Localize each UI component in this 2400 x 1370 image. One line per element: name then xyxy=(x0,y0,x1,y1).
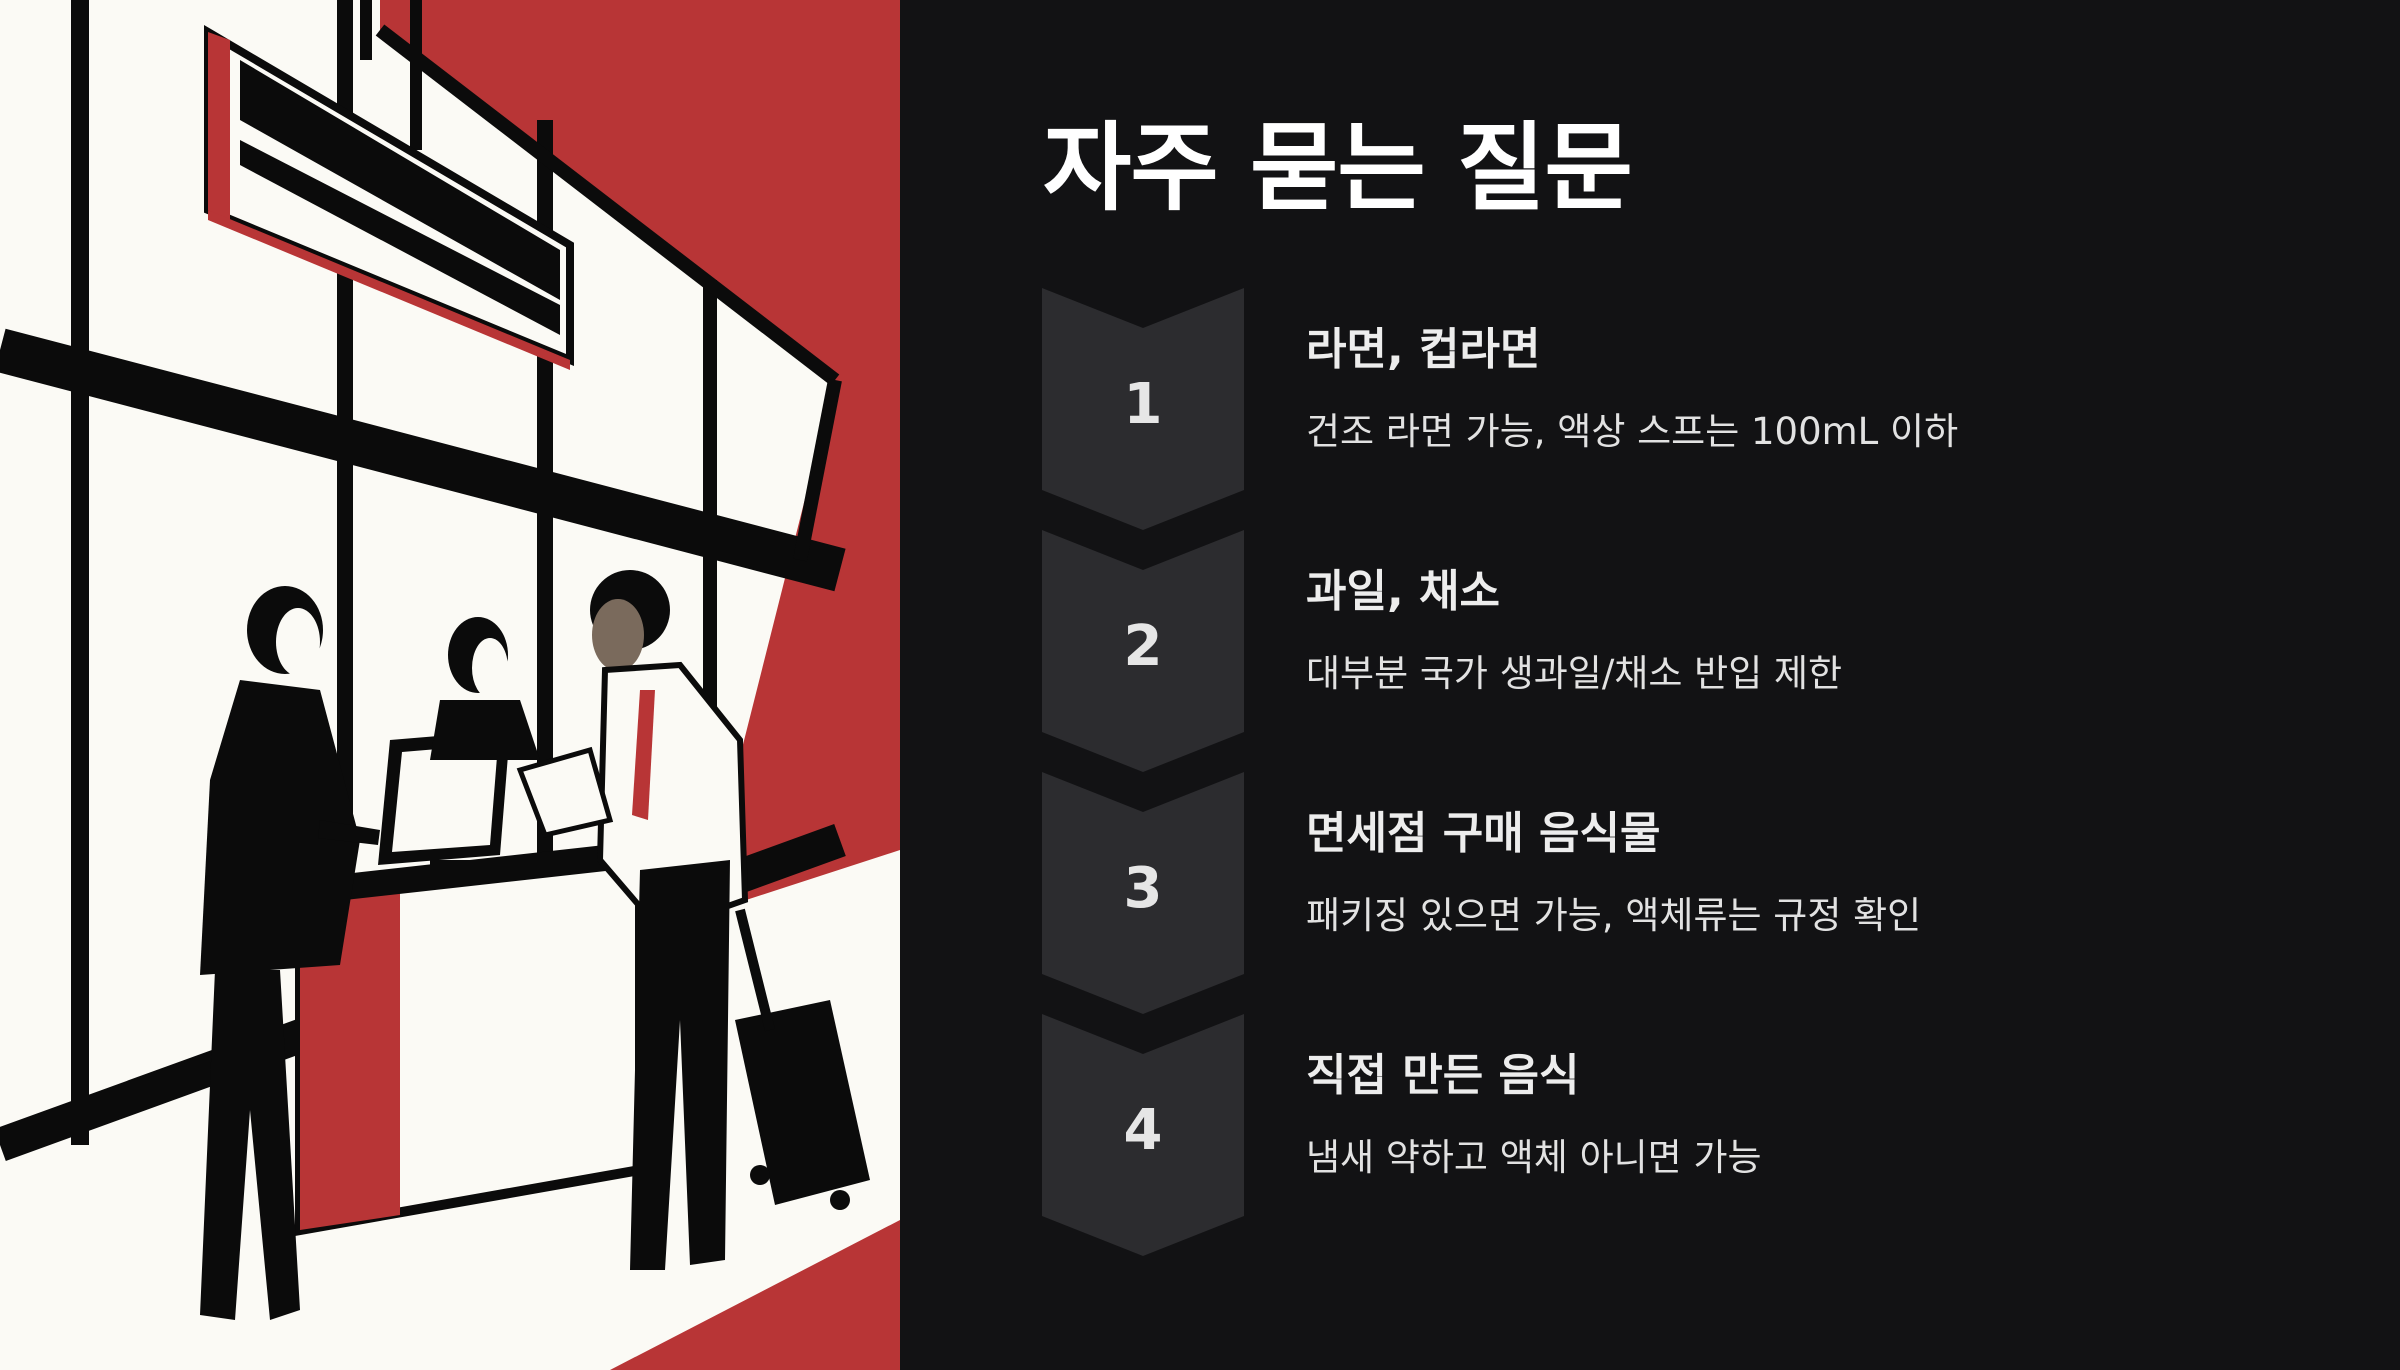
faq-panel: 자주 묻는 질문 1 라면, 컵라면 건조 라면 가능, 액상 스프는 100m… xyxy=(900,0,2400,1370)
step-chevron: 4 xyxy=(1042,1014,1244,1256)
step-number: 2 xyxy=(1123,614,1163,679)
step-number: 3 xyxy=(1123,856,1163,921)
page-title: 자주 묻는 질문 xyxy=(1043,112,1633,224)
faq-description: 대부분 국가 생과일/채소 반입 제한 xyxy=(1306,652,1843,695)
step-chevron: 1 xyxy=(1042,288,1244,530)
faq-item-1: 1 라면, 컵라면 건조 라면 가능, 액상 스프는 100mL 이하 xyxy=(900,288,2400,530)
step-number: 1 xyxy=(1123,372,1163,437)
faq-heading: 직접 만든 음식 xyxy=(1306,1050,1580,1101)
step-chevron: 2 xyxy=(1042,530,1244,772)
step-number: 4 xyxy=(1123,1098,1163,1163)
step-chevron: 3 xyxy=(1042,772,1244,1014)
faq-description: 패키징 있으면 가능, 액체류는 규정 확인 xyxy=(1306,894,1922,937)
faq-heading: 라면, 컵라면 xyxy=(1306,324,1541,375)
faq-description: 건조 라면 가능, 액상 스프는 100mL 이하 xyxy=(1306,410,1959,453)
faq-item-2: 2 과일, 채소 대부분 국가 생과일/채소 반입 제한 xyxy=(900,530,2400,772)
faq-heading: 과일, 채소 xyxy=(1306,566,1500,617)
faq-item-4: 4 직접 만든 음식 냄새 약하고 액체 아니면 가능 xyxy=(900,1014,2400,1256)
airport-checkin-illustration xyxy=(0,0,900,1370)
faq-item-3: 3 면세점 구매 음식물 패키징 있으면 가능, 액체류는 규정 확인 xyxy=(900,772,2400,1014)
faq-heading: 면세점 구매 음식물 xyxy=(1306,808,1661,859)
faq-description: 냄새 약하고 액체 아니면 가능 xyxy=(1306,1136,1762,1179)
